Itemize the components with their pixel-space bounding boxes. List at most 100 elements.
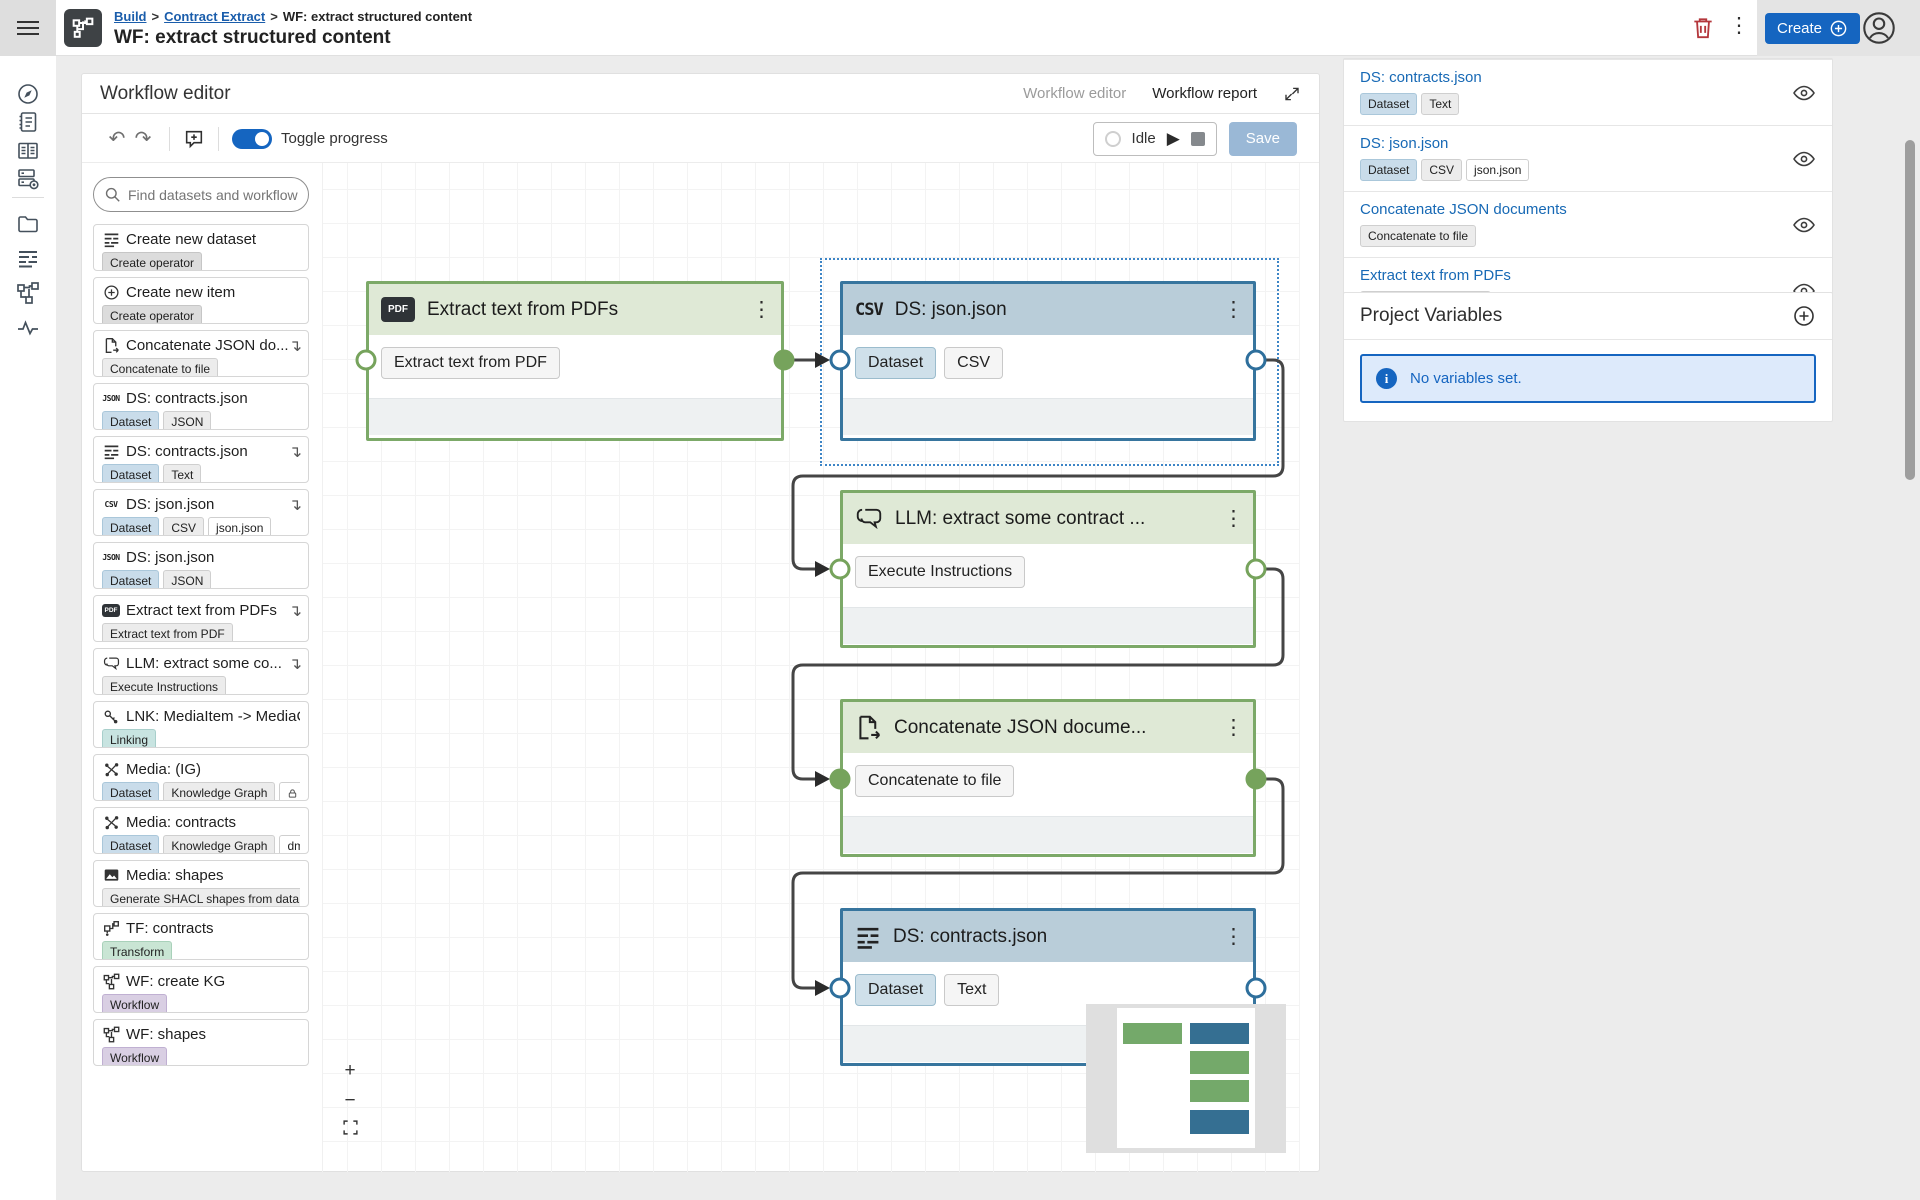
palette-item-title: Create new item xyxy=(126,284,236,301)
palette-item-tf-contracts[interactable]: TF: contracts Transform xyxy=(93,913,309,960)
minimap-node xyxy=(1190,1110,1249,1134)
related-item-link[interactable]: DS: json.json xyxy=(1360,135,1449,152)
node-header[interactable]: CSV DS: json.json ⋮ xyxy=(843,284,1253,335)
insert-into-canvas-icon[interactable]: ↴ xyxy=(288,497,302,514)
node-title: Concatenate JSON docume... xyxy=(894,716,1147,738)
create-button[interactable]: Create xyxy=(1765,13,1861,44)
canvas-minimap[interactable] xyxy=(1086,1004,1286,1153)
nav-projects-button[interactable] xyxy=(16,212,40,236)
toggle-progress-switch[interactable] xyxy=(232,128,272,149)
nav-explore-button[interactable] xyxy=(16,82,40,106)
expand-icon[interactable] xyxy=(1283,85,1301,103)
person-icon xyxy=(1863,12,1895,44)
insert-into-canvas-icon[interactable]: ↴ xyxy=(288,338,302,355)
pulse-icon xyxy=(18,320,38,336)
format-chip: CSV xyxy=(944,347,1004,379)
run-status-group: Idle ▶ xyxy=(1092,121,1217,156)
palette-item-wf-shapes[interactable]: WF: shapes Workflow xyxy=(93,1019,309,1066)
chip: json.json xyxy=(208,517,272,535)
add-variable-button[interactable] xyxy=(1792,304,1816,328)
workflow-canvas[interactable]: PDF Extract text from PDFs ⋮ Extract tex… xyxy=(322,163,1300,1172)
node-menu-button[interactable]: ⋮ xyxy=(1223,716,1244,739)
nav-vocabulary-button[interactable] xyxy=(16,139,40,163)
palette-item-wf-create-kg[interactable]: WF: create KG Workflow xyxy=(93,966,309,1013)
node-menu-button[interactable]: ⋮ xyxy=(1223,925,1244,948)
breadcrumb-link-build[interactable]: Build xyxy=(114,9,147,24)
more-options-button[interactable]: ⋮ xyxy=(1728,14,1750,37)
insert-into-canvas-icon[interactable]: ↴ xyxy=(288,444,302,461)
zoom-in-button[interactable]: + xyxy=(344,1060,356,1081)
nav-notebook-button[interactable] xyxy=(16,110,40,134)
breadcrumb: Build>Contract Extract>WF: extract struc… xyxy=(114,9,473,24)
operator-palette: Create new dataset Create operator Creat… xyxy=(93,177,309,1072)
palette-item-llm-extract[interactable]: ↴ LLM: extract some co... Execute Instru… xyxy=(93,648,309,695)
undo-button[interactable]: ↶ xyxy=(108,128,126,150)
nav-queries-button[interactable] xyxy=(16,167,40,191)
node-extract-text-from-pdfs[interactable]: PDF Extract text from PDFs ⋮ Extract tex… xyxy=(366,281,784,441)
stop-workflow-button[interactable] xyxy=(1190,131,1205,146)
preview-button[interactable] xyxy=(1792,147,1816,171)
palette-item-title: Media: shapes xyxy=(126,867,224,884)
node-header[interactable]: LLM: extract some contract ... ⋮ xyxy=(843,493,1253,544)
run-workflow-button[interactable]: ▶ xyxy=(1166,129,1180,148)
insert-into-canvas-icon[interactable]: ↴ xyxy=(288,603,302,620)
toggle-progress-label: Toggle progress xyxy=(281,130,388,147)
csv-file-icon: CSV xyxy=(104,500,118,509)
insert-into-canvas-icon[interactable]: ↴ xyxy=(288,656,302,673)
node-llm-extract[interactable]: LLM: extract some contract ... ⋮ Execute… xyxy=(840,490,1256,648)
node-concatenate-json[interactable]: Concatenate JSON docume... ⋮ Concatenate… xyxy=(840,699,1256,857)
node-menu-button[interactable]: ⋮ xyxy=(1223,507,1244,530)
node-header[interactable]: PDF Extract text from PDFs ⋮ xyxy=(369,284,781,335)
node-header[interactable]: DS: contracts.json ⋮ xyxy=(843,911,1253,962)
fit-view-button[interactable] xyxy=(337,1118,363,1144)
chip: Concatenate to file xyxy=(1360,225,1477,247)
file-export-icon xyxy=(102,337,120,355)
related-item-link[interactable]: Concatenate JSON documents xyxy=(1360,201,1567,218)
palette-item-lnk-mediaitem[interactable]: LNK: MediaItem -> MediaCat... Linking xyxy=(93,701,309,748)
user-avatar-button[interactable] xyxy=(1860,9,1898,47)
zoom-out-button[interactable]: − xyxy=(344,1090,356,1111)
save-button[interactable]: Save xyxy=(1228,121,1297,156)
preview-button[interactable] xyxy=(1792,213,1816,237)
node-menu-button[interactable]: ⋮ xyxy=(751,298,772,321)
preview-button[interactable] xyxy=(1792,81,1816,105)
tab-workflow-report[interactable]: Workflow report xyxy=(1152,85,1257,102)
lock-icon xyxy=(289,789,297,798)
delete-workflow-button[interactable] xyxy=(1690,15,1718,43)
add-comment-icon[interactable] xyxy=(183,128,205,150)
chip: JSON xyxy=(163,570,212,588)
eye-icon xyxy=(1793,217,1815,232)
dataset-icon xyxy=(855,924,881,950)
editor-toolbar: ↶ ↷ Toggle progress Idle ▶ Save xyxy=(82,115,1319,163)
palette-item-create-new-item[interactable]: Create new item Create operator xyxy=(93,277,309,324)
palette-item-concatenate-json[interactable]: ↴ Concatenate JSON do... Concatenate to … xyxy=(93,330,309,377)
node-header[interactable]: Concatenate JSON docume... ⋮ xyxy=(843,702,1253,753)
main-menu-button[interactable] xyxy=(0,0,56,56)
node-menu-button[interactable]: ⋮ xyxy=(1223,298,1244,321)
page-scrollbar-thumb[interactable] xyxy=(1905,140,1915,480)
nav-workflows-button[interactable] xyxy=(16,281,40,305)
breadcrumb-link-project[interactable]: Contract Extract xyxy=(164,9,266,24)
related-item-link[interactable]: DS: contracts.json xyxy=(1360,69,1482,86)
palette-search-input[interactable] xyxy=(93,177,309,212)
palette-item-title: DS: contracts.json xyxy=(126,390,248,407)
nav-activities-button[interactable] xyxy=(16,316,40,340)
related-item-link[interactable]: Extract text from PDFs xyxy=(1360,267,1511,284)
app-header: Build>Contract Extract>WF: extract struc… xyxy=(0,0,1920,56)
chat-icon xyxy=(855,506,883,531)
palette-item-create-new-dataset[interactable]: Create new dataset Create operator xyxy=(93,224,309,271)
palette-item-media-shapes[interactable]: Media: shapes Generate SHACL shapes from… xyxy=(93,860,309,907)
canvas-zoom-controls: + − xyxy=(337,1058,363,1148)
redo-button[interactable]: ↷ xyxy=(134,128,152,150)
nav-datasets-button[interactable] xyxy=(16,246,40,270)
